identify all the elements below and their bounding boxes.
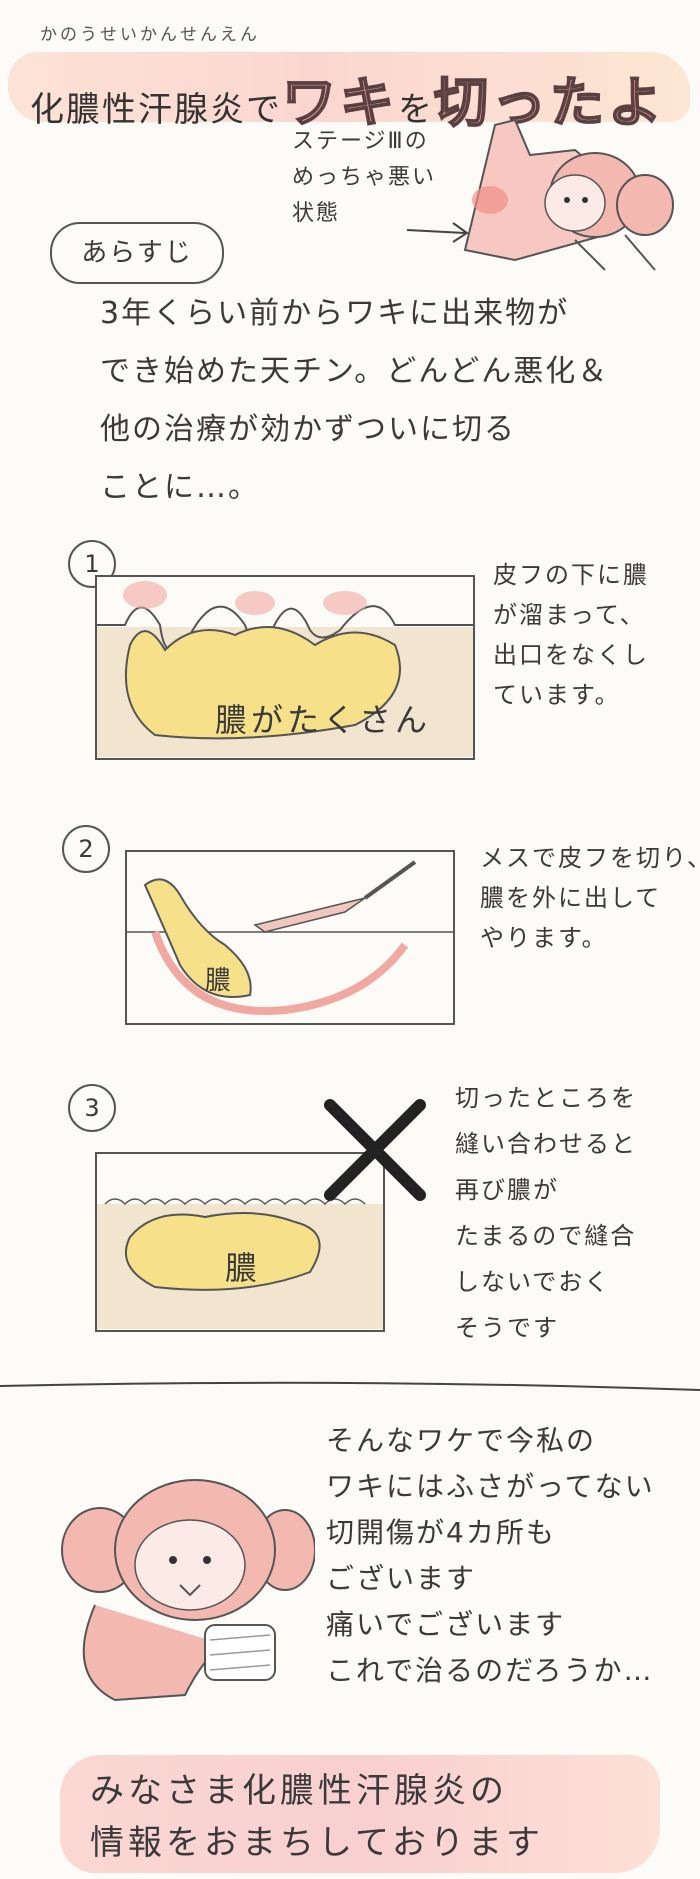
section-divider: [0, 1381, 700, 1391]
monkey-character-bottom: [61, 1479, 315, 1702]
arasuji-text: 3年くらい前からワキに出来物が でき始めた天チン。どんどん悪化＆ 他の治療が効か…: [100, 296, 610, 505]
title-emph-1: ワキ: [281, 70, 398, 135]
arasuji-bubble: あらすじ: [50, 222, 224, 284]
footer-highlight: [60, 1755, 660, 1873]
step-3-pus-label: 膿: [225, 1249, 262, 1287]
title-highlight: [8, 52, 690, 122]
step-3-diagram: [95, 1152, 385, 1332]
step-1-diagram: [95, 575, 475, 760]
step-2-number: 2: [62, 825, 110, 873]
title-particle: を: [398, 90, 434, 130]
step-2-note: メスで皮フを切り、 膿を外に出して やります。: [480, 844, 700, 952]
stage-note: ステージⅢの めっちゃ悪い 状態: [292, 129, 437, 226]
cross-mark-icon: [324, 1099, 426, 1201]
arrow-icon: [406, 222, 469, 243]
step-2-diagram: [125, 850, 455, 1025]
footer-message: みなさま化膿性汗腺炎の 情報をおまちしております: [90, 1771, 544, 1863]
ending-text: そんなワケで今私の ワキにはふさがってない 切開傷が4カ所も ございます 痛いで…: [326, 1424, 655, 1687]
step-1-number: 1: [68, 540, 116, 588]
page-title: 化膿性汗腺炎でワキを切ったよ: [30, 58, 666, 137]
step-2-pus-label: 膿: [205, 966, 236, 996]
title-ruby: かのうせいかんせんえん: [40, 25, 260, 45]
step-3-number: 3: [68, 1084, 116, 1132]
step-1-note: 皮フの下に膿 が溜まって、 出口をなくし ています。: [493, 561, 649, 709]
step-3-note: 切ったところを 縫い合わせると 再び膿が たまるので縫合 しないでおく そうです: [455, 1084, 637, 1342]
title-prefix: 化膿性汗腺炎で: [30, 90, 282, 130]
monkey-character-top: [463, 118, 674, 271]
title-emph-2: 切ったよ: [433, 70, 666, 135]
step-1-pus-label: 膿がたくさん: [215, 701, 432, 739]
